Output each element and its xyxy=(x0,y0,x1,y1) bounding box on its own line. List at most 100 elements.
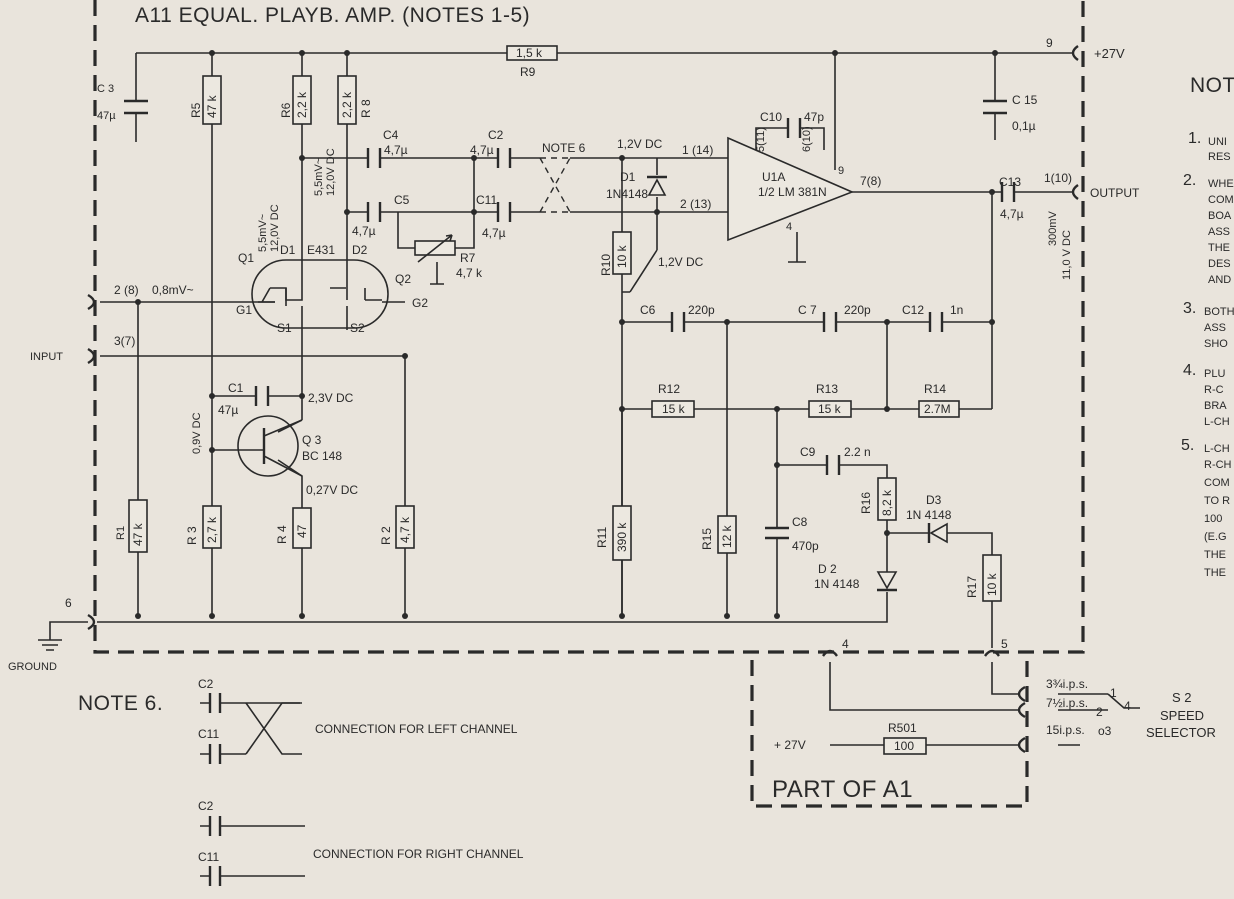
note-5-line: COM xyxy=(1204,477,1230,489)
capacitor-c2: C2 4,7µ xyxy=(470,128,512,168)
resistor-r16: 8,2 k R16 xyxy=(859,477,897,521)
c2-value: 4,7µ xyxy=(470,143,494,157)
r16-label: R16 xyxy=(859,492,873,514)
note6-right-text: CONNECTION FOR RIGHT CHANNEL xyxy=(313,847,524,861)
c5-label: C5 xyxy=(394,193,410,207)
c8-value: 470p xyxy=(792,539,819,553)
r5-value: 47 k xyxy=(205,94,219,118)
q3-label: Q 3 xyxy=(302,433,322,447)
diode-d3: D3 1N 4148 xyxy=(906,493,952,544)
resistor-r13: 15 k R13 xyxy=(808,382,852,418)
note-5-line: TO R xyxy=(1204,495,1230,507)
note-3-line: SHO xyxy=(1204,338,1228,350)
r4-value: 47 xyxy=(295,524,309,538)
r9-label: R9 xyxy=(520,65,536,79)
r14-value: 2.7M xyxy=(924,402,951,416)
r4-label: R 4 xyxy=(275,525,289,544)
note-2-line: DES xyxy=(1208,258,1231,270)
opamp-u1a: U1A 1/2 LM 381N 1 (14) 2 (13) 7(8) 9 4 5… xyxy=(680,126,881,242)
note-1-line: RES xyxy=(1208,151,1231,163)
part-of-a1-label: PART OF A1 xyxy=(772,776,913,803)
capacitor-c5: C5 4,7µ xyxy=(352,193,410,238)
pin-5-11: 5(11) xyxy=(755,127,767,152)
c1-label: C1 xyxy=(228,381,244,395)
input-b-pin-label: 3(7) xyxy=(114,334,135,348)
c4-label: C4 xyxy=(383,128,399,142)
note6-right-c2: C2 xyxy=(198,799,214,813)
r3-value: 2,7 k xyxy=(205,516,219,543)
terminal-9-label: 9 xyxy=(1046,36,1053,50)
note-4-line: L-CH xyxy=(1204,416,1230,428)
d1-label: D1 xyxy=(620,170,636,184)
capacitor-c9: C9 2.2 n xyxy=(800,445,871,475)
pin-6-10: 6(10) xyxy=(801,126,813,152)
r5-label: R5 xyxy=(189,102,203,118)
capacitor-c12: C12 1n xyxy=(902,303,963,332)
resistor-r501: 100 R501 xyxy=(883,721,927,755)
note-4-num: 4. xyxy=(1183,362,1196,379)
notes-column: NOT 1. UNI RES 2. WHE COM BOA ASS THE DE… xyxy=(1181,74,1234,579)
ground-label: GROUND xyxy=(8,661,57,673)
note6-detail: NOTE 6. C2 C11 CONNECTION FOR LEFT CHANN… xyxy=(78,677,524,886)
r6-label: R6 xyxy=(279,102,293,118)
r6-value: 2,2 k xyxy=(295,91,309,118)
r13-value: 15 k xyxy=(818,402,842,416)
resistor-r5: 47 k R5 xyxy=(189,75,222,125)
resistor-r4: 47 R 4 xyxy=(275,507,312,549)
drain1-dc: 12,0V DC xyxy=(269,204,281,252)
diode-d2: D 2 1N 4148 xyxy=(814,562,898,592)
supply-27v-label: +27V xyxy=(1094,46,1125,61)
c1-voltage: 2,3V DC xyxy=(308,391,354,405)
pin-9: 9 xyxy=(838,165,844,177)
note-2-line: ASS xyxy=(1208,226,1230,238)
q1-type: E431 xyxy=(307,243,335,257)
r12-label: R12 xyxy=(658,382,680,396)
terminal-9: 9 +27V xyxy=(1046,36,1125,61)
resistor-r17: 10 k R17 xyxy=(965,554,1002,602)
c8-label: C8 xyxy=(792,515,808,529)
note6-left-text: CONNECTION FOR LEFT CHANNEL xyxy=(315,722,518,736)
terminal-ground: 6 GROUND xyxy=(8,596,96,673)
note-1-num: 1. xyxy=(1188,130,1201,147)
resistor-r9: 1,5 k R9 xyxy=(506,45,558,79)
u1a-label: U1A xyxy=(762,170,785,184)
r1-value: 47 k xyxy=(131,522,145,546)
drain2-dc: 12,0V DC xyxy=(325,148,337,196)
note-2-line: THE xyxy=(1208,242,1230,254)
speed-2: 7½i.p.s. xyxy=(1046,696,1088,710)
note-2-line: BOA xyxy=(1208,210,1232,222)
r11-label: R11 xyxy=(595,527,609,548)
c5-value: 4,7µ xyxy=(352,224,376,238)
r16-value: 8,2 k xyxy=(880,489,894,516)
speed-selector-s2: 3¾i.p.s. 7½i.p.s. 15i.p.s. 1 2 o3 4 S 2 … xyxy=(1017,677,1216,754)
r11-value: 390 k xyxy=(615,522,629,552)
selector-pos-3: o3 xyxy=(1098,724,1112,738)
a11-board-boundary xyxy=(93,0,1085,654)
selector-pos-4: 4 xyxy=(1124,699,1131,713)
c9-label: C9 xyxy=(800,445,816,459)
r17-label: R17 xyxy=(965,576,979,598)
c2-label: C2 xyxy=(488,128,504,142)
q1-g2: G2 xyxy=(412,296,428,310)
output-pin-label: 1(10) xyxy=(1044,171,1072,185)
c12-value: 1n xyxy=(950,303,963,317)
opamp-input-voltage: 1,2V DC xyxy=(617,137,663,151)
note-5-line: THE xyxy=(1204,549,1226,561)
q1-d2: D2 xyxy=(352,243,368,257)
drain1-ac: 5,5mV~ xyxy=(257,214,269,252)
capacitor-c10: C10 47p xyxy=(760,110,824,138)
c13-label: C13 xyxy=(999,175,1021,189)
c1-value: 47µ xyxy=(218,403,238,417)
u1a-value: 1/2 LM 381N xyxy=(758,185,827,199)
r1-label: R1 xyxy=(115,526,127,540)
note-5-line: THE xyxy=(1204,567,1226,579)
s2-selector: SELECTOR xyxy=(1146,725,1216,740)
r10-voltage: 1,2V DC xyxy=(658,255,704,269)
emitter-voltage: 0,27V DC xyxy=(306,483,358,497)
dual-fet-q1-q2: Q1 E431 D1 D2 G1 G2 S1 S2 Q2 xyxy=(236,243,428,335)
capacitor-c15: C 15 0,1µ xyxy=(983,93,1038,133)
resistor-r2: 4,7 k R 2 xyxy=(379,505,415,549)
drain2-ac: 5,5mV~ xyxy=(313,158,325,196)
r17-value: 10 k xyxy=(985,572,999,596)
